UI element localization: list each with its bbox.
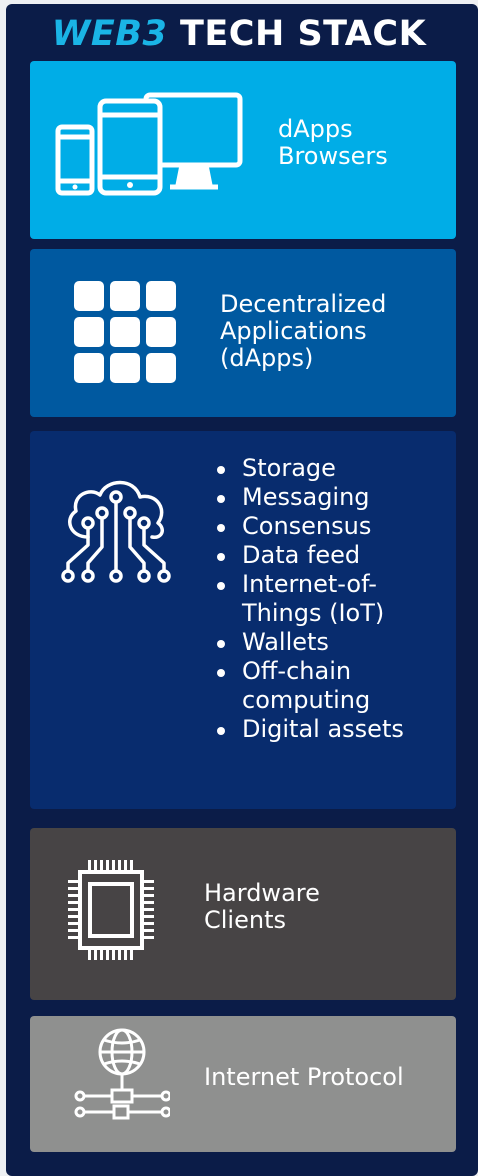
list-item-text: computing bbox=[242, 686, 371, 714]
list-item: Data feed bbox=[214, 541, 404, 570]
list-item-text: Messaging bbox=[242, 483, 370, 511]
label-line: Internet Protocol bbox=[204, 1063, 404, 1091]
layer-label: Decentralized Applications (dApps) bbox=[220, 291, 386, 372]
label-line: dApps bbox=[278, 115, 353, 143]
list-item-text: Wallets bbox=[242, 628, 329, 656]
layer-label: Hardware Clients bbox=[204, 880, 320, 934]
list-item: Digital assets bbox=[214, 715, 404, 744]
app-grid-icon bbox=[74, 281, 176, 383]
devices-icon bbox=[55, 92, 243, 196]
page-title: WEB3 TECH STACK bbox=[0, 14, 478, 54]
title-accent: WEB3 bbox=[51, 14, 168, 54]
list-item: Storage bbox=[214, 454, 404, 483]
layer-internet-protocol: Internet Protocol bbox=[30, 1016, 456, 1152]
layer-label: dApps Browsers bbox=[278, 116, 388, 170]
list-item-text: Things (IoT) bbox=[242, 599, 385, 627]
label-line: Browsers bbox=[278, 142, 388, 170]
services-list: Storage Messaging Consensus Data feed In… bbox=[214, 454, 404, 744]
layer-label: Internet Protocol bbox=[204, 1064, 404, 1091]
list-item-text: Data feed bbox=[242, 541, 361, 569]
list-item-text: Internet-of- bbox=[242, 570, 377, 598]
layer-decentralized-applications: Decentralized Applications (dApps) bbox=[30, 249, 456, 417]
layer-services bbox=[30, 431, 456, 809]
list-item: Messaging bbox=[214, 483, 404, 512]
list-item-text: Off-chain bbox=[242, 657, 352, 685]
title-main: TECH STACK bbox=[180, 14, 427, 54]
list-item-text: Consensus bbox=[242, 512, 372, 540]
label-line: Clients bbox=[204, 906, 286, 934]
label-line: (dApps) bbox=[220, 344, 314, 372]
list-item-text: Storage bbox=[242, 454, 336, 482]
label-line: Decentralized bbox=[220, 290, 387, 318]
list-item: Internet-of- Things (IoT) bbox=[214, 570, 404, 628]
label-line: Hardware bbox=[204, 879, 320, 907]
layer-dapps-browsers: dApps Browsers bbox=[30, 61, 456, 239]
list-item: Consensus bbox=[214, 512, 404, 541]
globe-network-icon bbox=[74, 1028, 170, 1120]
list-item: Wallets bbox=[214, 628, 404, 657]
list-item: Off-chain computing bbox=[214, 657, 404, 715]
list-item-text: Digital assets bbox=[242, 715, 404, 743]
cloud-network-icon bbox=[61, 480, 171, 583]
cpu-chip-icon bbox=[68, 860, 154, 960]
label-line: Applications bbox=[220, 317, 367, 345]
layer-hardware-clients: Hardware Clients bbox=[30, 828, 456, 1000]
